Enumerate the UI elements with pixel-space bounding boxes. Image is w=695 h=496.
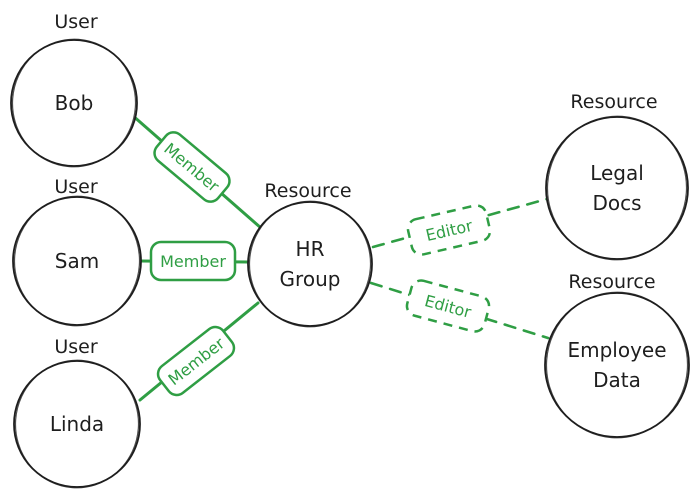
edge-label-box-sam-member-hr <box>149 240 237 282</box>
node-linda[interactable]: Linda <box>11 356 143 492</box>
node-circle-employee-data <box>544 292 690 438</box>
node-kind-label-bob[interactable]: User <box>54 11 97 33</box>
node-kind-label-employee-data[interactable]: Resource <box>568 271 655 293</box>
node-label-linda: Linda <box>50 412 104 436</box>
node-circle-sketch-sam <box>13 195 141 327</box>
node-sam[interactable]: Sam <box>10 192 144 330</box>
edge-label-sam-member-hr[interactable]: Member <box>149 240 237 282</box>
node-circle-sketch-linda <box>14 359 140 489</box>
node-circle-sketch-hr-group <box>248 200 372 328</box>
node-kind-label-legal-docs[interactable]: Resource <box>570 91 657 113</box>
node-circle-hr-group <box>247 201 373 327</box>
node-bob[interactable]: Bob <box>8 35 140 171</box>
node-kind-label-hr-group[interactable]: Resource <box>264 180 351 202</box>
edge-label-box-linda-member-hr <box>156 325 236 397</box>
node-kind-label-sam[interactable]: User <box>54 176 97 198</box>
node-circle-linda <box>13 360 141 488</box>
node-kind-label-linda[interactable]: User <box>54 336 97 358</box>
node-circle-legal-docs <box>545 116 689 260</box>
edge-label-hr-editor-legal[interactable]: Editor <box>406 203 492 256</box>
node-circle-sketch-bob <box>11 38 137 168</box>
edge-label-linda-member-hr[interactable]: Member <box>154 323 238 399</box>
node-circle-sketch-employee-data <box>545 291 689 439</box>
node-label-sam: Sam <box>55 249 99 273</box>
edge-label-text-sam-member-hr: Member <box>160 252 226 271</box>
edge-label-hr-editor-employee[interactable]: Editor <box>405 278 492 333</box>
edge-label-box-bob-member-hr <box>153 131 231 203</box>
edge-hr-editor-employee[interactable] <box>369 281 550 340</box>
node-circle-sketch-legal-docs <box>546 115 688 261</box>
node-label-bob: Bob <box>55 91 94 115</box>
node-circle-bob <box>10 39 138 167</box>
edge-label-box-hr-editor-employee <box>405 279 491 333</box>
node-circle-sam <box>12 196 142 326</box>
edge-label-bob-member-hr[interactable]: Member <box>150 128 233 205</box>
edge-label-box-hr-editor-legal <box>406 204 492 256</box>
